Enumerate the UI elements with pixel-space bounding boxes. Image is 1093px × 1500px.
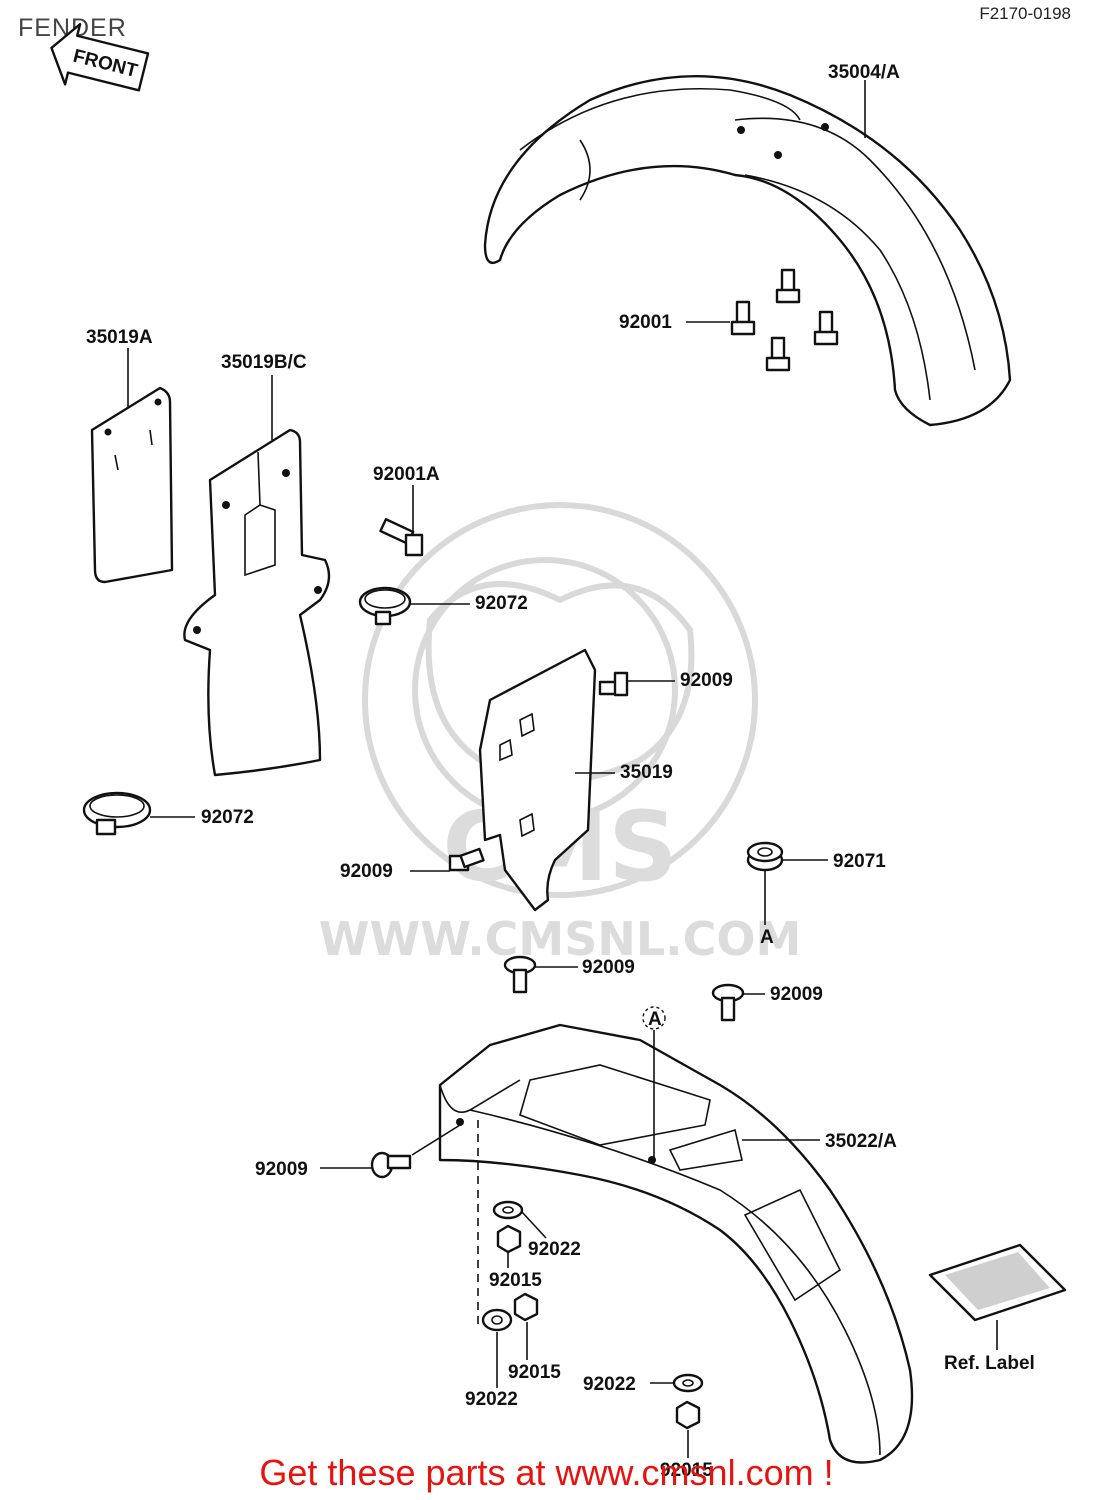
washer-92022-icon xyxy=(492,1200,524,1220)
nut-92015-icon xyxy=(513,1292,539,1322)
callout-35019: 35019 xyxy=(620,762,673,783)
callout-92001a: 92001A xyxy=(373,464,440,485)
callout-92072-lower: 92072 xyxy=(201,807,254,828)
front-arrow-icon: FRONT xyxy=(50,22,150,92)
callout-92071: 92071 xyxy=(833,851,886,872)
leader-lines xyxy=(127,80,998,1458)
callout-35019a: 35019A xyxy=(86,327,153,348)
grommet-92071-icon xyxy=(746,841,784,872)
bolt-icon xyxy=(775,268,801,304)
callout-92009-e: 92009 xyxy=(255,1159,308,1180)
callout-92072-upper: 92072 xyxy=(475,593,528,614)
mud-flap-35019a xyxy=(90,386,174,584)
bolt-icon xyxy=(730,300,756,336)
bolt-icon xyxy=(813,310,839,346)
callout-92022-a: 92022 xyxy=(528,1239,581,1260)
callout-92022-b: 92022 xyxy=(583,1374,636,1395)
bolt-92009-icon xyxy=(711,983,745,1022)
callout-92009-c: 92009 xyxy=(582,957,635,978)
bolt-92009-icon xyxy=(503,955,537,994)
flap-35019bc xyxy=(183,428,331,777)
callout-92009-a: 92009 xyxy=(680,670,733,691)
bolt-92009-rear-icon xyxy=(370,1151,412,1179)
nut-92015-icon xyxy=(496,1224,522,1254)
callout-92015-a: 92015 xyxy=(489,1270,542,1291)
bolt-92001-group xyxy=(730,268,839,372)
callout-92001: 92001 xyxy=(619,312,672,333)
bolt-92001a-icon xyxy=(379,518,424,557)
clamp-92072-upper-icon xyxy=(358,586,412,626)
callout-92009-d: 92009 xyxy=(770,984,823,1005)
callout-ref-a-lower: A xyxy=(648,1009,662,1030)
callout-ref-label: Ref. Label xyxy=(944,1353,1035,1374)
nut-92015-icon xyxy=(675,1400,701,1430)
bolt-icon xyxy=(765,336,791,372)
diagram-code: F2170-0198 xyxy=(979,4,1071,23)
watermark-url: WWW.CMSNL.COM xyxy=(319,912,802,966)
callout-92009-b: 92009 xyxy=(340,861,393,882)
callout-92015-c: 92015 xyxy=(660,1460,713,1481)
washer-92022-icon xyxy=(481,1308,513,1332)
cover-plate-35019 xyxy=(478,648,597,912)
callout-92022-c: 92022 xyxy=(465,1389,518,1410)
callout-ref-a-upper: A xyxy=(760,927,774,948)
callout-35019bc: 35019B/C xyxy=(221,352,307,373)
bolt-92009-icon xyxy=(598,671,629,697)
callout-35004a: 35004/A xyxy=(828,62,900,83)
clamp-92072-lower-icon xyxy=(82,791,152,836)
bolt-92009-icon xyxy=(448,847,485,872)
callout-35022a: 35022/A xyxy=(825,1131,897,1152)
footer-cta-link[interactable]: Get these parts at www.cmsnl.com ! xyxy=(259,1452,834,1493)
reference-label-icon xyxy=(928,1243,1067,1322)
washer-92022-icon xyxy=(672,1373,704,1393)
callout-labels: 35004/A 92001 35019A 35019B/C 92001A 920… xyxy=(86,62,1035,1481)
front-fender xyxy=(483,74,1012,427)
callout-92015-b: 92015 xyxy=(508,1362,561,1383)
rear-fender xyxy=(438,1023,914,1464)
